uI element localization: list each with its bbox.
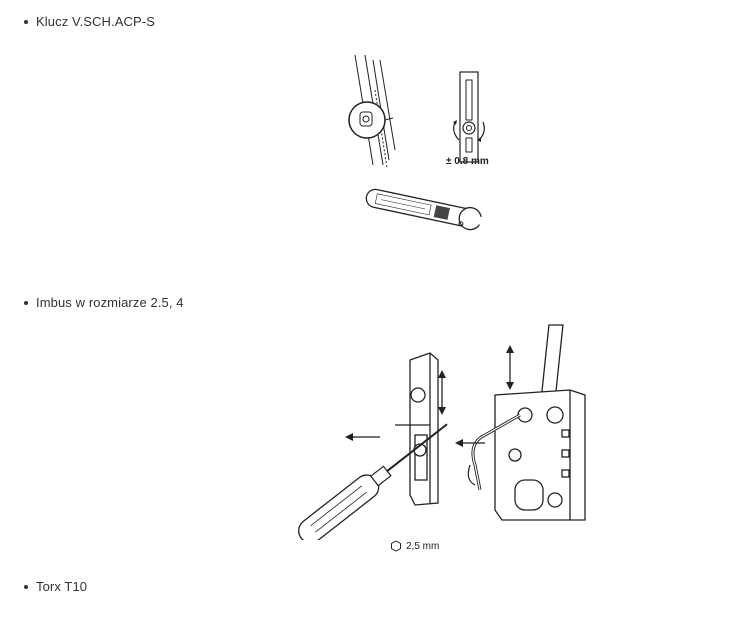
hex-size-caption: 2,5 mm bbox=[390, 540, 439, 552]
bullet-icon bbox=[24, 300, 28, 305]
list-item-klucz: Klucz V.SCH.ACP-S bbox=[24, 14, 155, 29]
list-item-torx: Torx T10 bbox=[24, 579, 87, 594]
hexagon-icon bbox=[391, 540, 401, 552]
adjustment-label: ± 0.8 mm bbox=[446, 156, 489, 167]
hex-key-diagram bbox=[298, 324, 586, 544]
hex-key-illustration bbox=[270, 315, 600, 544]
list-item-label: Imbus w rozmiarze 2.5, 4 bbox=[36, 295, 184, 310]
hex-size-label: 2,5 mm bbox=[406, 540, 440, 552]
bullet-icon bbox=[24, 19, 28, 24]
bullet-icon bbox=[24, 584, 28, 589]
list-item-label: Klucz V.SCH.ACP-S bbox=[36, 14, 155, 29]
list-item-label: Torx T10 bbox=[36, 579, 88, 594]
list-item-imbus: Imbus w rozmiarze 2.5, 4 bbox=[24, 295, 184, 310]
wrench-illustration bbox=[335, 50, 510, 250]
wrench-diagram bbox=[348, 54, 485, 231]
